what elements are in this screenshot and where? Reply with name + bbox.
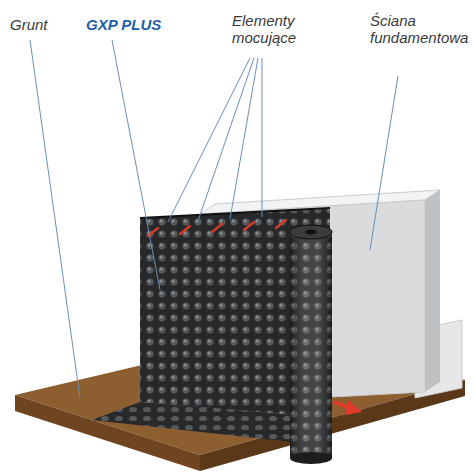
fixing-pins: [148, 220, 286, 236]
fixing-label: Elementy mocujące: [232, 12, 332, 46]
ground-label: Grunt: [10, 16, 48, 33]
wall-label: Ściana fundamentowa: [370, 12, 470, 46]
unroll-arrow: [334, 400, 362, 415]
leader-lines: [30, 40, 398, 398]
membrane-roll: [290, 225, 332, 464]
product-label: GXP PLUS: [86, 16, 161, 33]
